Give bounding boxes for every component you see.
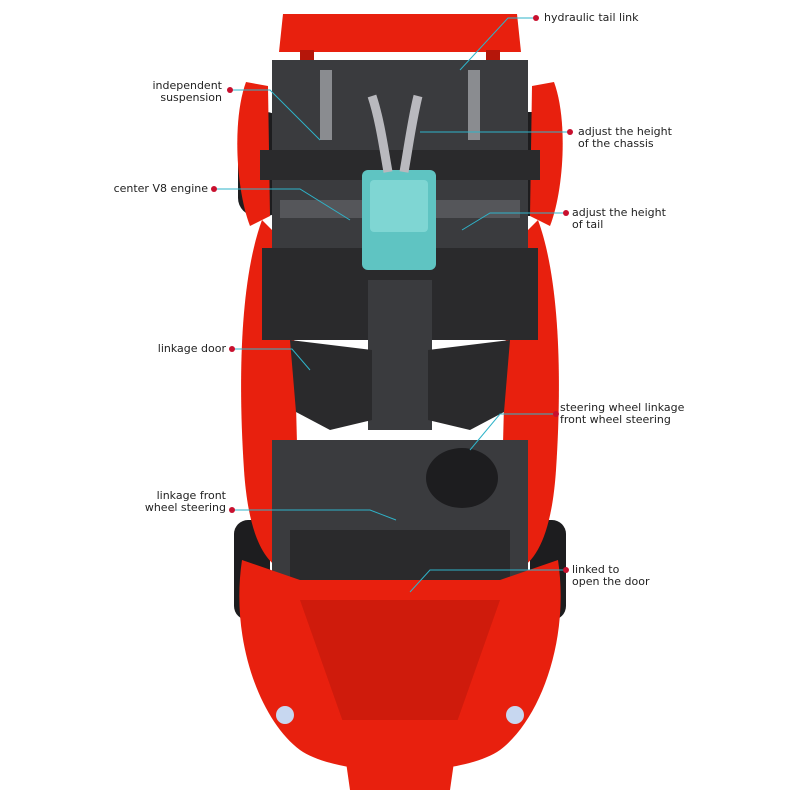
front-crossbeam [290, 530, 510, 580]
headlight-right [506, 706, 524, 724]
label-line: of the chassis [578, 137, 654, 150]
label-line: front wheel steering [560, 413, 671, 426]
label-line: adjust the height [572, 206, 666, 219]
callout-line-adjust-tail-height [461, 212, 566, 231]
callout-line-hydraulic-tail-link [459, 17, 536, 71]
callout-dot-center-v8-engine [211, 186, 217, 192]
label-line: suspension [160, 91, 222, 104]
callout-line-linked-to-open-door [409, 569, 566, 593]
callout-dot-steering-wheel-linkage [553, 411, 559, 417]
label-adjust-tail-height: adjust the height of tail [572, 207, 666, 231]
door-right [428, 340, 510, 430]
shock-left [320, 70, 332, 140]
label-line: wheel steering [144, 501, 226, 514]
label-line: open the door [572, 575, 650, 588]
rear-left-fender [237, 82, 270, 226]
label-line: adjust the height [578, 125, 672, 138]
callout-dot-adjust-chassis-height [567, 129, 573, 135]
label-hydraulic-tail-link: hydraulic tail link [544, 12, 638, 24]
rear-right-fender [530, 82, 563, 226]
label-line: linked to [572, 563, 620, 576]
center-spine [368, 280, 432, 430]
headlight-left [276, 706, 294, 724]
front-splitter [340, 720, 460, 790]
callout-line-independent-suspension [230, 89, 321, 141]
shock-right [468, 70, 480, 140]
label-adjust-chassis-height: adjust the height of the chassis [578, 126, 672, 150]
label-independent-suspension: independent suspension [130, 80, 222, 104]
door-left [290, 340, 372, 430]
callout-dot-independent-suspension [227, 87, 233, 93]
engine-top [370, 180, 428, 232]
rear-wing [279, 14, 521, 52]
label-line: independent [152, 79, 222, 92]
label-line: center V8 engine [113, 182, 208, 195]
callout-dot-hydraulic-tail-link [533, 15, 539, 21]
callout-dot-linkage-door [229, 346, 235, 352]
label-line: hydraulic tail link [544, 11, 639, 24]
callout-dot-linkage-front-wheel-steering [229, 507, 235, 513]
exhaust-pipes [367, 94, 423, 173]
label-center-v8-engine: center V8 engine [100, 183, 208, 195]
label-steering-wheel-linkage: steering wheel linkage front wheel steer… [560, 402, 684, 426]
callout-line-linkage-door [232, 348, 311, 371]
label-linkage-door: linkage door [130, 343, 226, 355]
label-line: of tail [572, 218, 604, 231]
label-line: linkage door [157, 342, 226, 355]
label-linked-to-open-door: linked to open the door [572, 564, 649, 588]
callout-dot-linked-to-open-door [563, 567, 569, 573]
label-line: steering wheel linkage [560, 401, 685, 414]
callout-line-center-v8-engine [214, 188, 351, 221]
label-linkage-front-wheel-steering: linkage front wheel steering [130, 490, 226, 514]
label-line: linkage front [156, 489, 226, 502]
steering-wheel [426, 448, 498, 508]
callout-line-linkage-front-wheel-steering [232, 509, 397, 521]
callout-line-steering-wheel-linkage [469, 413, 556, 451]
callout-dot-adjust-tail-height [563, 210, 569, 216]
